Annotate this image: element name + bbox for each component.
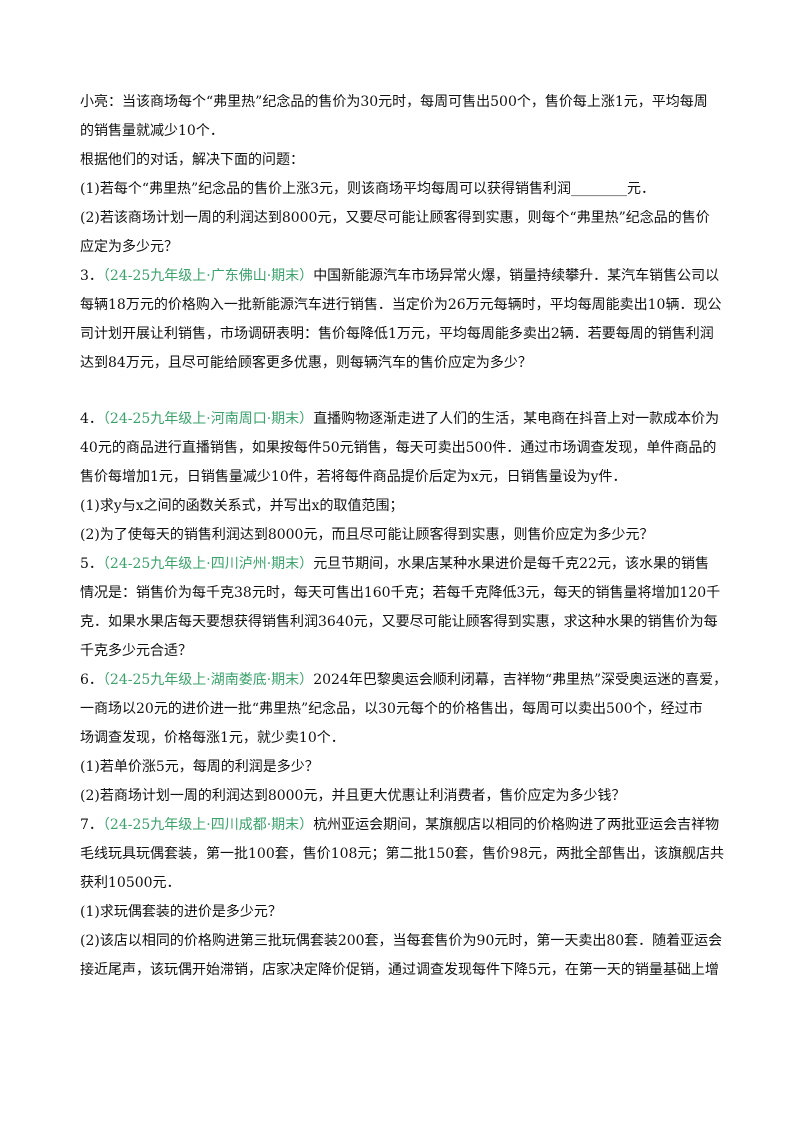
problem-first-line: 3．（24-25九年级上·广东佛山·期末）中国新能源汽车市场异常火爆，销量持续攀… bbox=[80, 268, 730, 284]
problem-first-line: 4．（24-25九年级上·河南周口·期末）直播购物逐渐走进了人们的生活，某电商在… bbox=[80, 411, 730, 427]
problem-line: 获利10500元． bbox=[80, 875, 181, 891]
problem-source-tag: （24-25九年级上·河南周口·期末） bbox=[102, 411, 314, 427]
problem-4: 4．（24-25九年级上·河南周口·期末）直播购物逐渐走进了人们的生活，某电商在… bbox=[80, 411, 730, 543]
problem-line: (1)求y与x之间的函数关系式，并写出x的取值范围； bbox=[80, 498, 404, 514]
problem-line: 毛线玩具玩偶套装，第一批100套，售价108元；第二批150套，售价98元，两批… bbox=[80, 846, 724, 862]
problem-number: 5． bbox=[80, 556, 103, 572]
problem-text: 2024年巴黎奥运会顺利闭幕，吉祥物“弗里热”深受奥运迷的喜爱， bbox=[313, 672, 728, 688]
problem-3: 3．（24-25九年级上·广东佛山·期末）中国新能源汽车市场异常火爆，销量持续攀… bbox=[80, 268, 730, 371]
problem-line: 千克多少元合适？ bbox=[80, 643, 192, 659]
intro-line: 的销售量就减少10个． bbox=[80, 123, 224, 139]
problem-5: 5．（24-25九年级上·四川泸州·期末）元旦节期间，水果店某种水果进价是每千克… bbox=[80, 556, 730, 659]
problem-line: (2)该店以相同的价格购进第三批玩偶套装200套，当每套售价为90元时，第一天卖… bbox=[80, 933, 723, 949]
problem-text: 杭州亚运会期间，某旗舰店以相同的价格购进了两批亚运会吉祥物 bbox=[313, 817, 720, 833]
problem-first-line: 6．（24-25九年级上·湖南娄底·期末）2024年巴黎奥运会顺利闭幕，吉祥物“… bbox=[80, 672, 730, 688]
problem-line: 一商场以20元的进价进一批“弗里热”纪念品，以30元每个的价格售出，每周可以卖出… bbox=[80, 701, 703, 717]
problem-source-tag: （24-25九年级上·广东佛山·期末） bbox=[102, 268, 314, 284]
problem-first-line: 7．（24-25九年级上·四川成都·期末）杭州亚运会期间，某旗舰店以相同的价格购… bbox=[80, 817, 730, 833]
problem-line: 情况是：销售价为每千克38元时，每天可售出160千克；若每千克降低3元，每天的销… bbox=[80, 585, 721, 601]
problem-number: 3． bbox=[80, 268, 103, 284]
problem-line: (2)若商场计划一周的利润达到8000元，并且更大优惠让利消费者，售价应定为多少… bbox=[80, 788, 626, 804]
intro-line: (1)若每个“弗里热”纪念品的售价上涨3元，则该商场平均每周可以获得销售利润__… bbox=[80, 181, 656, 197]
problem-number: 4． bbox=[80, 411, 103, 427]
problem-line: 40元的商品进行直播销售，如果按每件50元销售，每天可卖出500件．通过市场调查… bbox=[80, 440, 717, 456]
intro-line: (2)若该商场计划一周的利润达到8000元，又要尽可能让顾客得到实惠，则每个“弗… bbox=[80, 210, 710, 226]
problem-line: (1)若单价涨5元，每周的利润是多少？ bbox=[80, 759, 319, 775]
problem-6: 6．（24-25九年级上·湖南娄底·期末）2024年巴黎奥运会顺利闭幕，吉祥物“… bbox=[80, 672, 730, 804]
problem-line: 场调查发现，价格每涨1元，就少卖10个． bbox=[80, 730, 345, 746]
problem-text: 直播购物逐渐走进了人们的生活，某电商在抖音上对一款成本价为 bbox=[313, 411, 720, 427]
intro-line: 根据他们的对话，解决下面的问题： bbox=[80, 152, 304, 168]
problem-line: (1)求玩偶套装的进价是多少元？ bbox=[80, 904, 282, 920]
problem-source-tag: （24-25九年级上·四川泸州·期末） bbox=[102, 556, 314, 572]
intro-line: 小亮：当该商场每个“弗里热”纪念品的售价为30元时，每周可售出500个，售价每上… bbox=[80, 94, 708, 110]
problem-line: 克．如果水果店每天要想获得销售利润3640元，又要尽可能让顾客得到实惠，求这种水… bbox=[80, 614, 718, 630]
problem-line: 售价每增加1元，日销售量减少10件，若将每件商品提价后定为x元，日销售量设为y件… bbox=[80, 469, 627, 485]
problem-line: (2)为了使每天的销售利润达到8000元，而且尽可能让顾客得到实惠，则售价应定为… bbox=[80, 527, 654, 543]
problem-line: 每辆18万元的价格购入一批新能源汽车进行销售．当定价为26万元每辆时，平均每周能… bbox=[80, 297, 722, 313]
problem-text: 中国新能源汽车市场异常火爆，销量持续攀升．某汽车销售公司以 bbox=[313, 268, 720, 284]
problem-7: 7．（24-25九年级上·四川成都·期末）杭州亚运会期间，某旗舰店以相同的价格购… bbox=[80, 817, 730, 978]
intro-line: 应定为多少元？ bbox=[80, 239, 178, 255]
problem-number: 7． bbox=[80, 817, 103, 833]
intro-block: 小亮：当该商场每个“弗里热”纪念品的售价为30元时，每周可售出500个，售价每上… bbox=[80, 94, 730, 255]
problem-line: 接近尾声，该玩偶开始滞销，店家决定降价促销，通过调查发现每件下降5元，在第一天的… bbox=[80, 962, 719, 978]
problem-number: 6． bbox=[80, 672, 103, 688]
problem-source-tag: （24-25九年级上·湖南娄底·期末） bbox=[102, 672, 314, 688]
problem-first-line: 5．（24-25九年级上·四川泸州·期末）元旦节期间，水果店某种水果进价是每千克… bbox=[80, 556, 730, 572]
spacer bbox=[80, 384, 730, 411]
problem-source-tag: （24-25九年级上·四川成都·期末） bbox=[102, 817, 314, 833]
problem-line: 达到84万元，且尽可能给顾客更多优惠，则每辆汽车的售价应定为多少？ bbox=[80, 355, 532, 371]
problem-line: 司计划开展让利销售，市场调研表明：售价每降低1万元，平均每周能多卖出2辆．若要每… bbox=[80, 326, 714, 342]
problem-text: 元旦节期间，水果店某种水果进价是每千克22元，该水果的销售 bbox=[313, 556, 710, 572]
